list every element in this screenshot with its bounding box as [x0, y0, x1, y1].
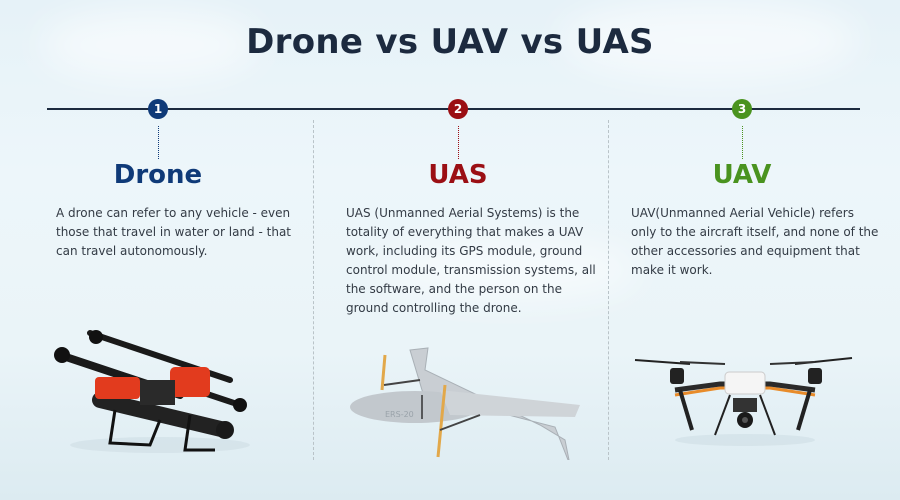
multirotor-drone-red-black-icon [54, 330, 250, 453]
description-uas: UAS (Unmanned Aerial Systems) is the tot… [346, 206, 596, 315]
background-cloud [380, 240, 640, 300]
connector-stem [458, 126, 459, 159]
step-badge-2: 2 [448, 99, 468, 119]
description-uav: UAV(Unmanned Aerial Vehicle) refers only… [631, 206, 879, 277]
svg-text:ERS-20: ERS-20 [385, 410, 414, 419]
fixed-wing-vtol-drone-icon: ERS-20 [350, 347, 580, 460]
connector-stem [158, 126, 159, 159]
quadcopter-camera-drone-icon [634, 357, 853, 446]
heading-drone: Drone [113, 160, 203, 190]
step-badge-1: 1 [148, 99, 168, 119]
step-badge-3: 3 [732, 99, 752, 119]
column-divider [313, 120, 314, 460]
column-divider [608, 120, 609, 460]
connector-stem [742, 126, 743, 159]
description-drone: A drone can refer to any vehicle - even … [56, 206, 291, 258]
background-cloud [560, 0, 860, 80]
background-cloud [40, 10, 260, 80]
heading-uas: UAS [428, 160, 488, 190]
page-title: Drone vs UAV vs UAS [246, 22, 654, 62]
heading-uav: UAV [712, 160, 772, 190]
